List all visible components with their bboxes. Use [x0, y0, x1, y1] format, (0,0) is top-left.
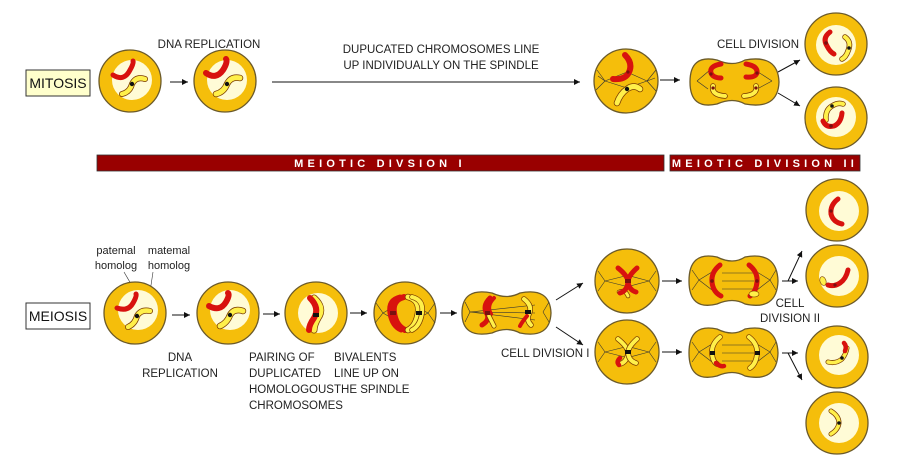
- mitosis-row: MITOSIS DNA REPLICATION DUPUCATED CHROMO…: [25, 12, 868, 150]
- mitosis-daughter-cell-1: [804, 12, 868, 76]
- gamete-1: [805, 178, 869, 242]
- gamete-2: [805, 244, 869, 308]
- maternal-annotation-line-1: matemal: [148, 245, 190, 257]
- mitosis-metaphase-cell: [593, 48, 659, 114]
- meiotic-division-2-banner: MEIOTIC DIVISION II: [669, 154, 861, 172]
- bivalents-label-line-1: BIVALENTS: [334, 352, 397, 364]
- cell-division-2-label-line-2: DIVISION II: [760, 313, 820, 325]
- meiosis-cell-2: [196, 281, 260, 345]
- pairing-label-line-2: DUPLICATED: [249, 368, 321, 380]
- cell-division-2-label-line-1: CELL: [776, 298, 805, 310]
- mitosis-label-box: [25, 69, 91, 97]
- mitosis-lineup-label-line-2: UP INDIVIDUALLY ON THE SPINDLE: [343, 60, 539, 72]
- meiosis-2-top-cell: [594, 248, 660, 314]
- paternal-annotation-line-2: homolog: [95, 260, 137, 272]
- mitosis-dividing-cell: [689, 58, 780, 106]
- maternal-annotation-line-2: homolog: [148, 260, 190, 272]
- meiotic-division-1-banner: MEIOTIC DIVSION I: [96, 154, 665, 172]
- arrow: [555, 282, 584, 301]
- mitosis-lineup-label-line-1: DUPUCATED CHROMOSOMES LINE: [343, 44, 540, 56]
- meiotic-division-2-label: MEIOTIC DIVISION II: [672, 158, 858, 170]
- paternal-chromosome: [110, 58, 136, 81]
- meiosis-dna-label-line-1: DNA: [168, 352, 193, 364]
- meiosis-label: MEIOSIS: [29, 308, 87, 324]
- meiosis-label-box: [25, 302, 91, 330]
- cell-division-1-label: CELL DIVISION I: [501, 348, 589, 360]
- meiosis-dividing-cell-1: [461, 291, 552, 335]
- paternal-chromosome: [203, 56, 230, 79]
- gamete-3: [805, 325, 869, 389]
- pairing-label-line-1: PAIRING OF: [249, 352, 315, 364]
- meiosis-dna-label-line-2: REPLICATION: [142, 368, 218, 380]
- pairing-label-line-3: HOMOLOGOUS: [249, 384, 334, 396]
- meiotic-division-1-label: MEIOTIC DIVSION I: [294, 158, 466, 170]
- mitosis-daughter-cell-2: [804, 86, 868, 150]
- bivalents-label-line-2: LINE UP ON: [334, 368, 399, 380]
- meiosis-2-dividing-bottom-cell: [688, 327, 779, 378]
- meiosis-2-dividing-top-cell: [688, 255, 779, 306]
- meiosis-bivalent-cell: [373, 281, 437, 345]
- arrow: [787, 352, 803, 381]
- centromere: [224, 81, 230, 87]
- bivalents-label-line-3: THE SPINDLE: [334, 384, 410, 396]
- arrow: [555, 326, 584, 346]
- meiosis-row: MEIOSIS patemal homolog matemal homolog …: [25, 178, 869, 455]
- mitosis-cell-1: [98, 49, 162, 113]
- mitosis-dna-replication-label: DNA REPLICATION: [158, 39, 261, 51]
- paternal-chromosome: [610, 52, 634, 83]
- paternal-annotation-line-1: patemal: [96, 245, 135, 257]
- meiosis-cell-1: [103, 281, 167, 345]
- meiosis-2-bottom-cell: [594, 319, 660, 385]
- arrow: [787, 250, 803, 282]
- mitosis-cell-2: [193, 49, 257, 113]
- gamete-4: [805, 391, 869, 455]
- arrow: [777, 59, 801, 73]
- centromere: [129, 81, 135, 87]
- arrow: [777, 92, 801, 107]
- mitosis-cell-division-label: CELL DIVISION: [717, 39, 799, 51]
- meiosis-pairing-cell: [284, 281, 348, 345]
- mitosis-label: MITOSIS: [29, 75, 86, 91]
- pairing-label-line-4: CHROMOSOMES: [249, 400, 343, 412]
